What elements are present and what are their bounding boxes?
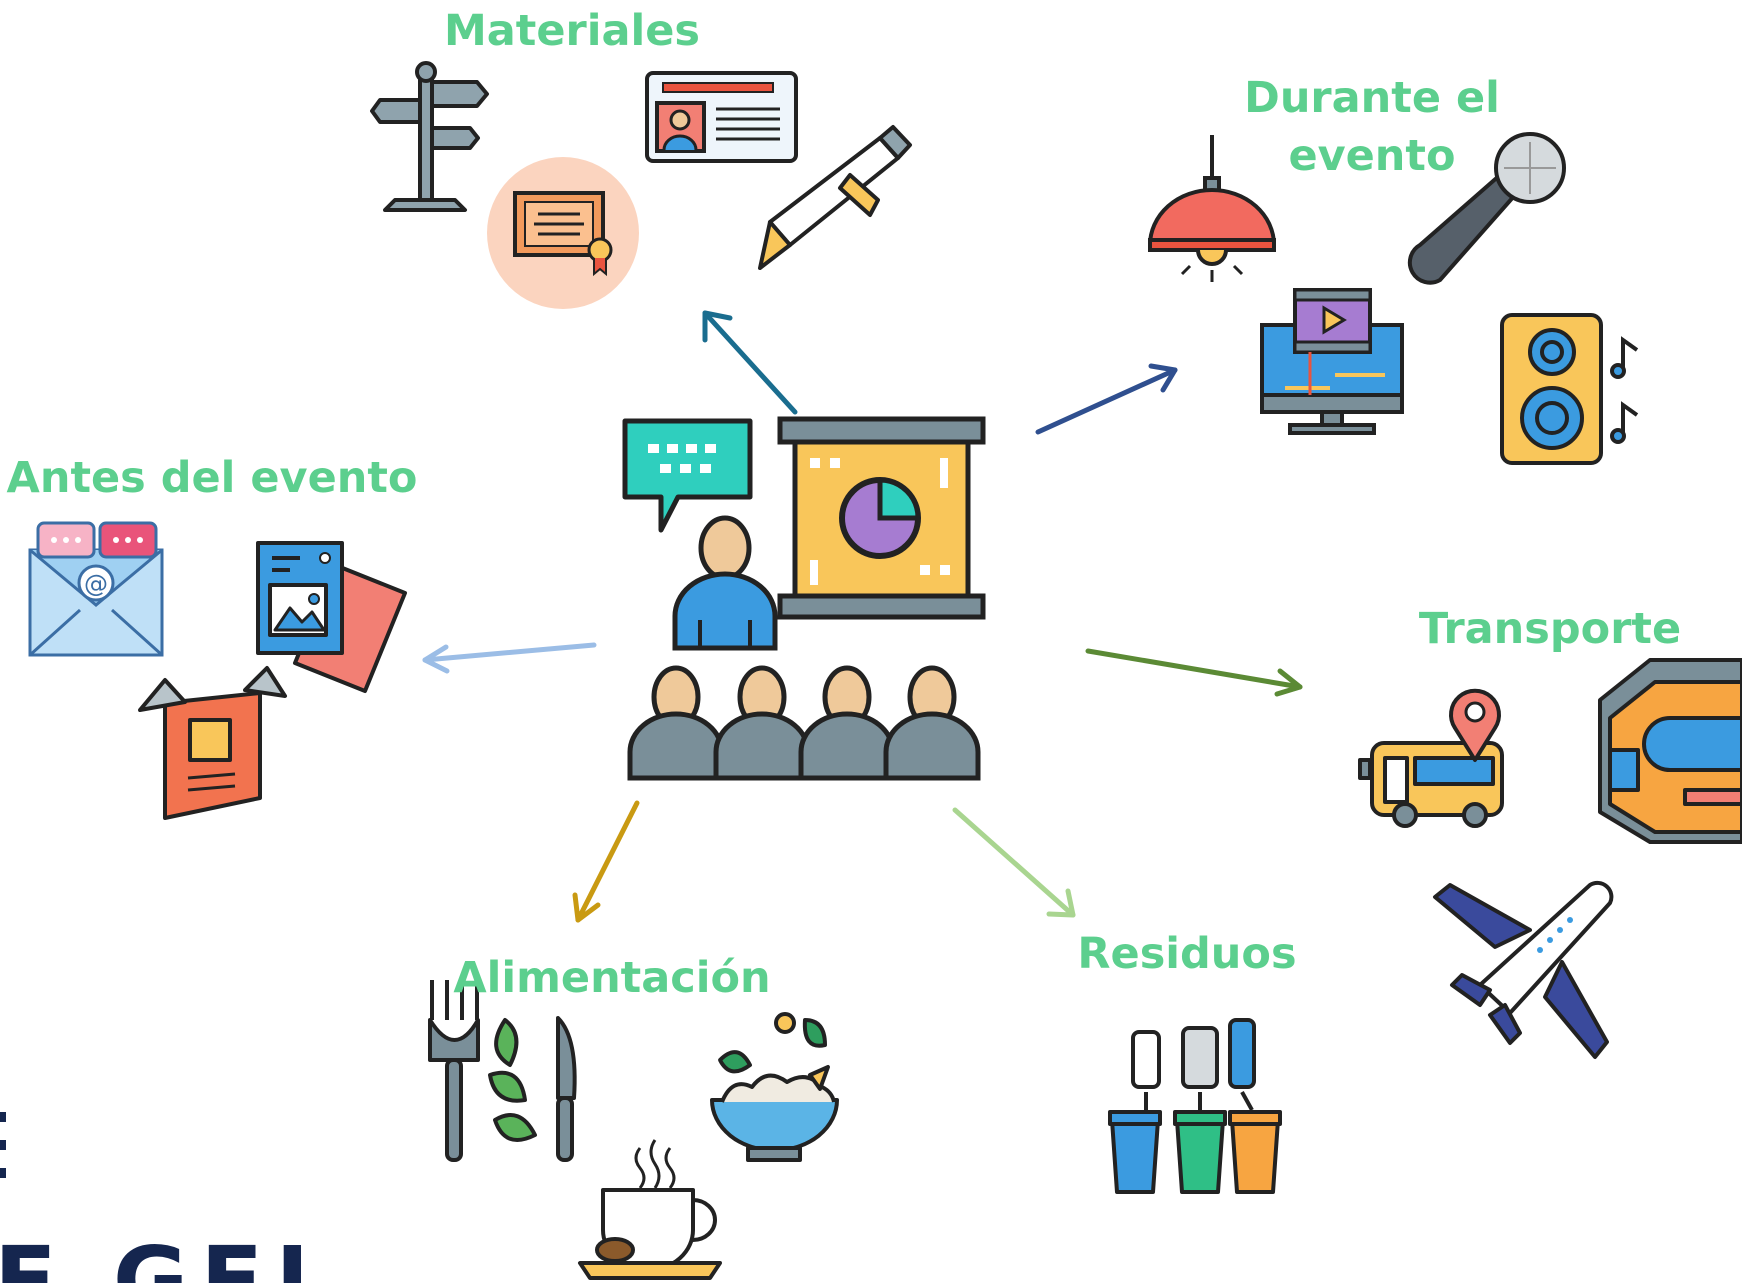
recycling-bins-icon — [1108, 1018, 1282, 1194]
arrow-to-durante — [1035, 363, 1178, 435]
label-durante-line2: evento — [1288, 131, 1455, 181]
microphone-icon — [1407, 132, 1566, 285]
footer-mark-3 — [0, 1168, 6, 1178]
label-transporte: Transporte — [1419, 604, 1681, 654]
label-alimentacion: Alimentación — [453, 953, 770, 1003]
fork-knife-leaves-icon — [428, 980, 577, 1162]
arrow-to-residuos — [952, 807, 1076, 918]
arrow-to-transporte — [1085, 648, 1303, 697]
label-antes: Antes del evento — [7, 453, 418, 503]
poster-icon — [138, 666, 287, 820]
label-residuos: Residuos — [1077, 929, 1296, 979]
video-monitor-icon — [1260, 288, 1404, 435]
id-badge-icon — [645, 71, 798, 163]
email-envelope-icon: @ — [28, 521, 164, 657]
photo-cards-icon — [256, 541, 407, 693]
signpost-icon — [370, 61, 489, 212]
arrow-to-alimentacion — [572, 800, 640, 923]
footer-mark-1 — [0, 1112, 6, 1122]
arrow-to-materiales — [702, 310, 798, 415]
fountain-pen-icon — [758, 125, 912, 270]
coffee-cup-icon — [578, 1139, 722, 1280]
presentation-audience-icon — [622, 416, 986, 781]
airplane-icon — [1433, 880, 1614, 1059]
footer-text: E GEI — [0, 1227, 321, 1283]
certificate-icon — [487, 157, 639, 309]
label-durante-line1: Durante el — [1244, 73, 1500, 123]
salad-bowl-icon — [710, 1012, 839, 1162]
label-materiales: Materiales — [444, 6, 700, 56]
bus-location-icon — [1358, 688, 1504, 828]
train-icon — [1598, 658, 1742, 844]
svg-text:@: @ — [84, 570, 108, 598]
arrow-to-antes — [422, 642, 597, 674]
speaker-icon — [1500, 313, 1639, 465]
footer-mark-2 — [0, 1140, 6, 1150]
pendant-lamp-icon — [1147, 135, 1277, 282]
